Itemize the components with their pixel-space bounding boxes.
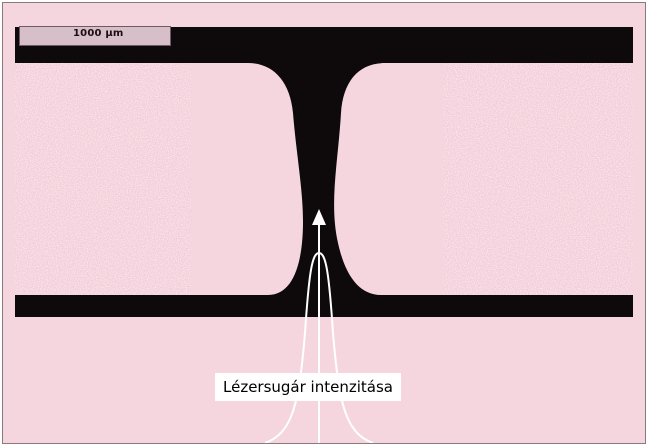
scale-bar-label: 1000 µm (73, 28, 124, 39)
laser-intensity-caption: Lézersugár intenzitása (215, 373, 401, 401)
left-speckle-texture (15, 63, 191, 295)
right-speckle-texture (443, 63, 633, 295)
bottom-layer (15, 295, 633, 317)
